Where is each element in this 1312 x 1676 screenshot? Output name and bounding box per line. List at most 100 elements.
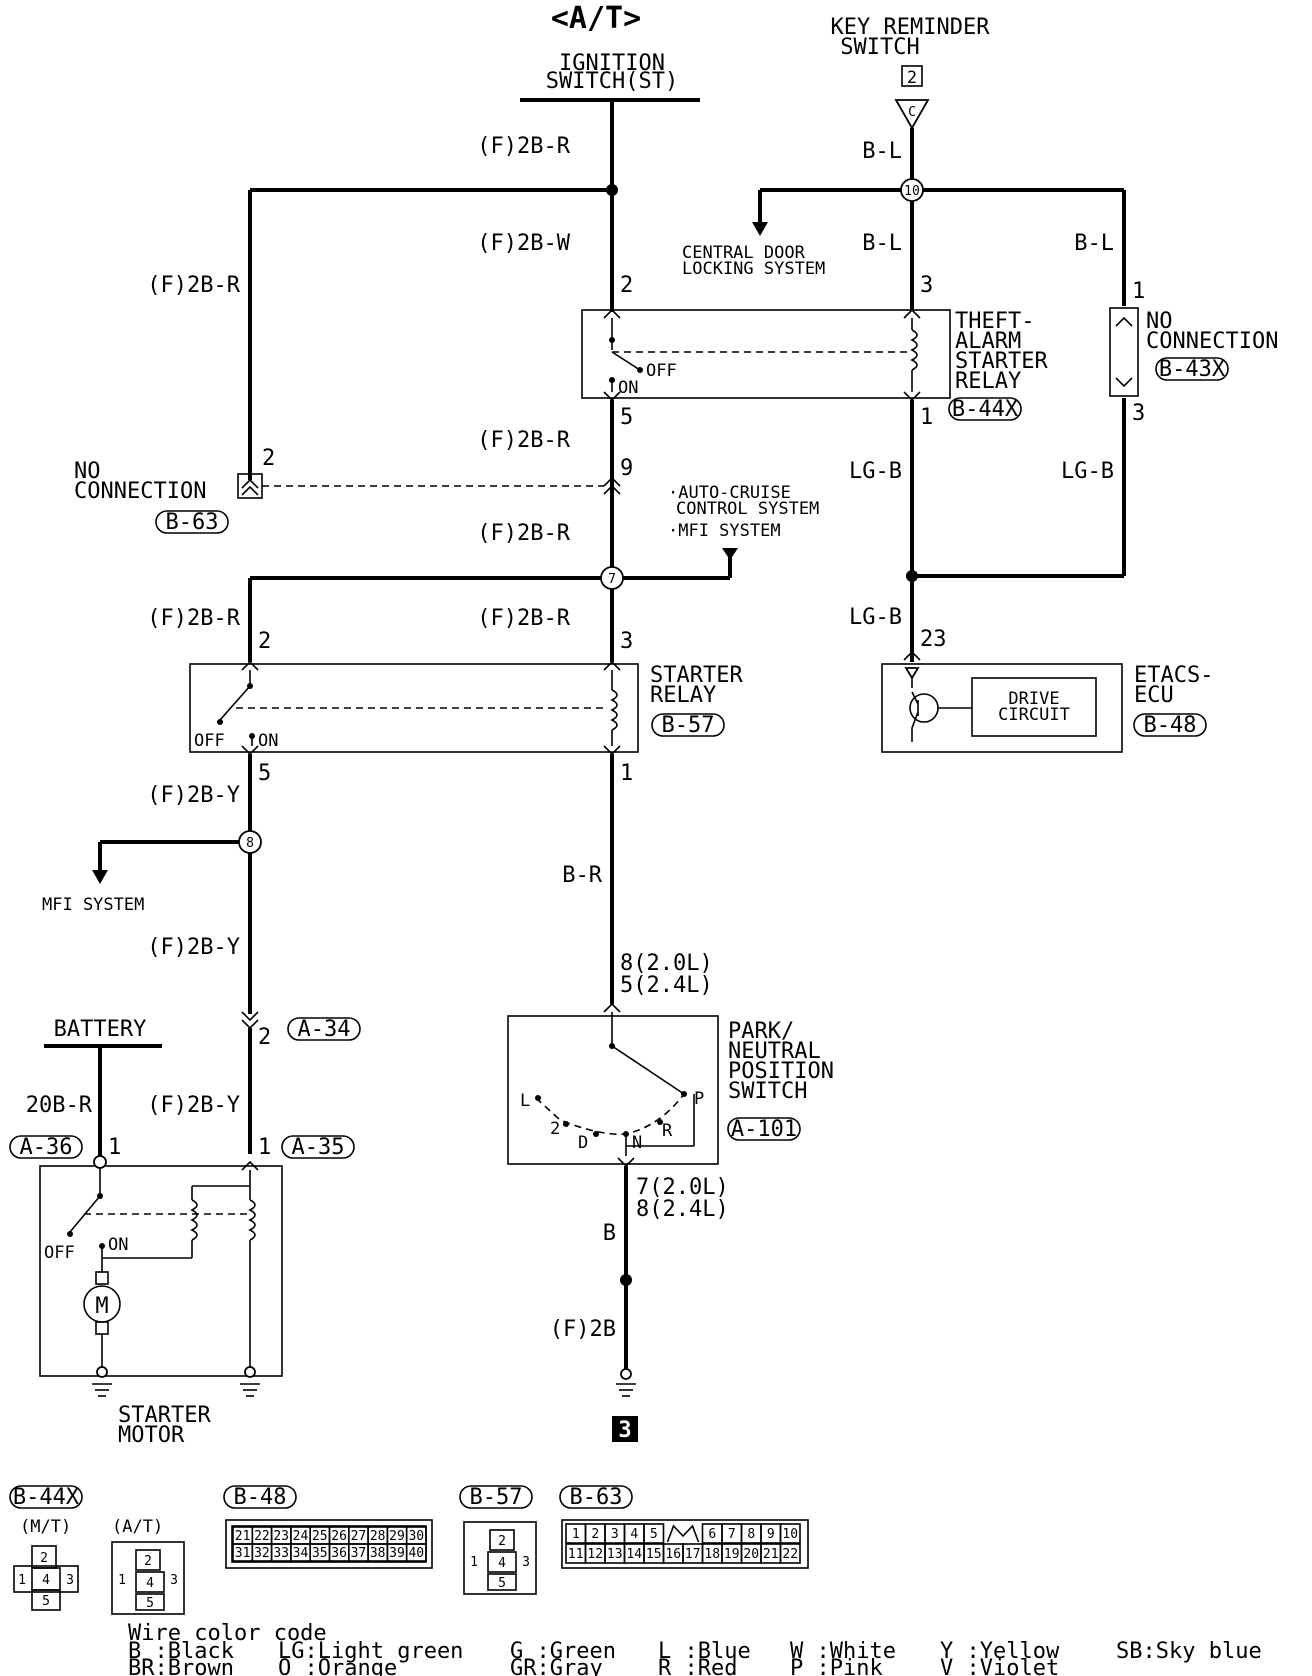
park-switch-label-3: POSITION: [728, 1059, 834, 1084]
no-connection-right-terminal: [1109, 307, 1139, 397]
theft-off: OFF: [646, 361, 677, 381]
theft-label-1: THEFT-: [955, 309, 1034, 334]
wire-20br: 20B-R: [26, 1093, 93, 1118]
wire-bl-1: B-L: [862, 139, 902, 164]
theft-relay-contact: [611, 351, 641, 371]
connector-b57: 2 1 4 3 5: [463, 1521, 537, 1595]
pin-nc-right-3: 3: [1132, 401, 1145, 426]
drive-circuit-box: [971, 677, 1097, 737]
diagram-title: <A/T>: [551, 1, 641, 36]
pin-sr-2: 2: [258, 629, 271, 654]
wire-lgb-1: LG-B: [849, 459, 902, 484]
b63-pin-8: 8: [747, 1527, 755, 1542]
b48-pin-36: 36: [331, 1546, 347, 1561]
key-reminder-label-1: KEY REMINDER: [831, 15, 991, 40]
color-code-item: R :Red: [658, 1656, 737, 1676]
starter-relay-id: B-57: [662, 713, 715, 738]
b63-pin-5: 5: [650, 1527, 658, 1542]
b48-pin-30: 30: [408, 1529, 424, 1544]
no-conn-right-1: NO: [1146, 309, 1173, 334]
conn-a35: A-35: [292, 1135, 345, 1160]
park-switch-label-2: NEUTRAL: [728, 1039, 821, 1064]
b44x-mt-pin-1: 1: [18, 1573, 26, 1588]
theft-label-2: ALARM: [955, 329, 1021, 354]
pin-sr-3: 3: [620, 629, 633, 654]
b57-pin-5: 5: [498, 1576, 506, 1591]
park-switch-label-1: PARK/: [728, 1019, 794, 1044]
ground-icon-motor-2: [240, 1383, 260, 1397]
wire-f2by-2: (F)2B-Y: [147, 935, 240, 960]
key-reminder-label-2: SWITCH: [840, 35, 919, 60]
ground-ref-label: 3: [618, 1418, 631, 1443]
park-switch-id: A-101: [731, 1117, 797, 1142]
theft-relay-coil: [910, 329, 918, 371]
b63-pin-14: 14: [626, 1547, 642, 1562]
pin-sr-5: 5: [258, 761, 271, 786]
pin-theft-5: 5: [620, 405, 633, 430]
color-code-item: Y :Yellow: [940, 1639, 1060, 1664]
arrow-to-cruise: [722, 548, 738, 560]
pin-9: 9: [620, 456, 633, 481]
b63-pin-10: 10: [782, 1527, 798, 1542]
b44x-at-pin-4: 4: [146, 1576, 154, 1591]
b48-pin-22: 22: [254, 1529, 270, 1544]
ground-icon-motor-1: [92, 1383, 112, 1397]
conn-view-mt: (M/T): [20, 1517, 71, 1537]
b63-pin-20: 20: [743, 1547, 759, 1562]
starter-motor-label-1: STARTER: [118, 1403, 211, 1428]
theft-relay-id: B-44X: [952, 397, 1019, 422]
b48-pin-35: 35: [312, 1546, 328, 1561]
b48-pin-26: 26: [331, 1529, 347, 1544]
pin-theft-3: 3: [920, 273, 933, 298]
etacs-id: B-48: [1144, 713, 1197, 738]
b48-pin-33: 33: [273, 1546, 289, 1561]
b63-pin-9: 9: [767, 1527, 775, 1542]
key-reminder-conn-label: C: [908, 105, 916, 120]
b44x-mt-pin-2: 2: [40, 1551, 48, 1566]
junction-8: [238, 830, 262, 854]
b48-pin-24: 24: [293, 1529, 309, 1544]
mfi-system-label: MFI SYSTEM: [42, 895, 144, 915]
pin-theft-1: 1: [920, 405, 933, 430]
theft-label-4: RELAY: [955, 369, 1021, 394]
auto-cruise-2: CONTROL SYSTEM: [676, 499, 819, 519]
pin-pn-8b: 8(2.4L): [636, 1197, 729, 1222]
wire-b: B: [603, 1221, 616, 1246]
auto-cruise-1: ·AUTO-CRUISE: [668, 483, 791, 503]
b44x-mt-pin-5: 5: [42, 1594, 50, 1609]
pos-D: D: [578, 1133, 588, 1153]
conn-view-b63: B-63: [570, 1485, 623, 1510]
b44x-at-pin-5: 5: [146, 1596, 154, 1611]
color-code-item: W :White: [790, 1639, 896, 1664]
no-conn-left-id: B-63: [166, 510, 219, 535]
b48-pin-21: 21: [235, 1529, 251, 1544]
b48-pin-40: 40: [408, 1546, 424, 1561]
pin-a36-1: 1: [108, 1135, 121, 1160]
b63-pin-7: 7: [728, 1527, 736, 1542]
color-code-item: B :Black: [128, 1639, 234, 1664]
conn-view-b57: B-57: [470, 1485, 523, 1510]
motor-symbol: M: [95, 1294, 108, 1319]
wire-lgb-2: LG-B: [1061, 459, 1114, 484]
sr-on: ON: [258, 731, 278, 751]
pos-R: R: [662, 1121, 673, 1141]
conn-a36: A-36: [20, 1135, 73, 1160]
conn-a34: A-34: [298, 1017, 351, 1042]
b48-pin-38: 38: [370, 1546, 386, 1561]
b63-pin-3: 3: [611, 1527, 619, 1542]
wire-f2br-5: (F)2B-R: [477, 606, 570, 631]
b48-pin-37: 37: [351, 1546, 367, 1561]
wire-f2br-left: (F)2B-R: [147, 273, 240, 298]
wire-f2br-4: (F)2B-R: [147, 606, 240, 631]
wire-f2br-1: (F)2B-R: [477, 134, 570, 159]
arrow-to-mfi: [92, 870, 108, 884]
b63-key-notch: [666, 1524, 700, 1543]
b57-pin-1: 1: [470, 1555, 478, 1570]
color-code-item: LG:Light green: [278, 1639, 463, 1664]
b48-pin-28: 28: [370, 1529, 386, 1544]
b63-pin-2: 2: [591, 1527, 599, 1542]
key-reminder-num: 2: [907, 68, 917, 88]
junction-8-label: 8: [246, 836, 254, 851]
starter-motor-label-2: MOTOR: [118, 1423, 185, 1448]
pin-a35-1: 1: [258, 1135, 271, 1160]
